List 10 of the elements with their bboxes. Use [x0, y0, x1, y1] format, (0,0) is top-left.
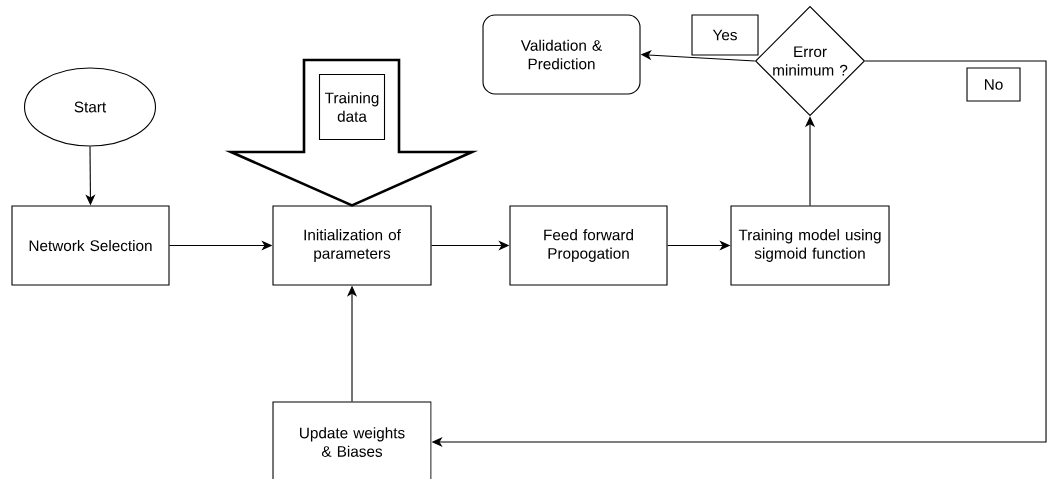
process-box: Training model using sigmoid function	[730, 205, 890, 286]
process-box: Update weights & Biases	[272, 401, 432, 479]
edge-label: No	[966, 67, 1021, 102]
process-box: Network Selection	[11, 205, 170, 286]
process-box: Initialization of parameters	[272, 205, 432, 286]
process-box: Training data	[318, 73, 386, 141]
block-arrow	[224, 58, 479, 207]
process-box: Feed forward Propogation	[509, 205, 668, 286]
terminal-box: Validation & Prediction	[482, 14, 641, 95]
edge-label: Yes	[691, 14, 759, 56]
